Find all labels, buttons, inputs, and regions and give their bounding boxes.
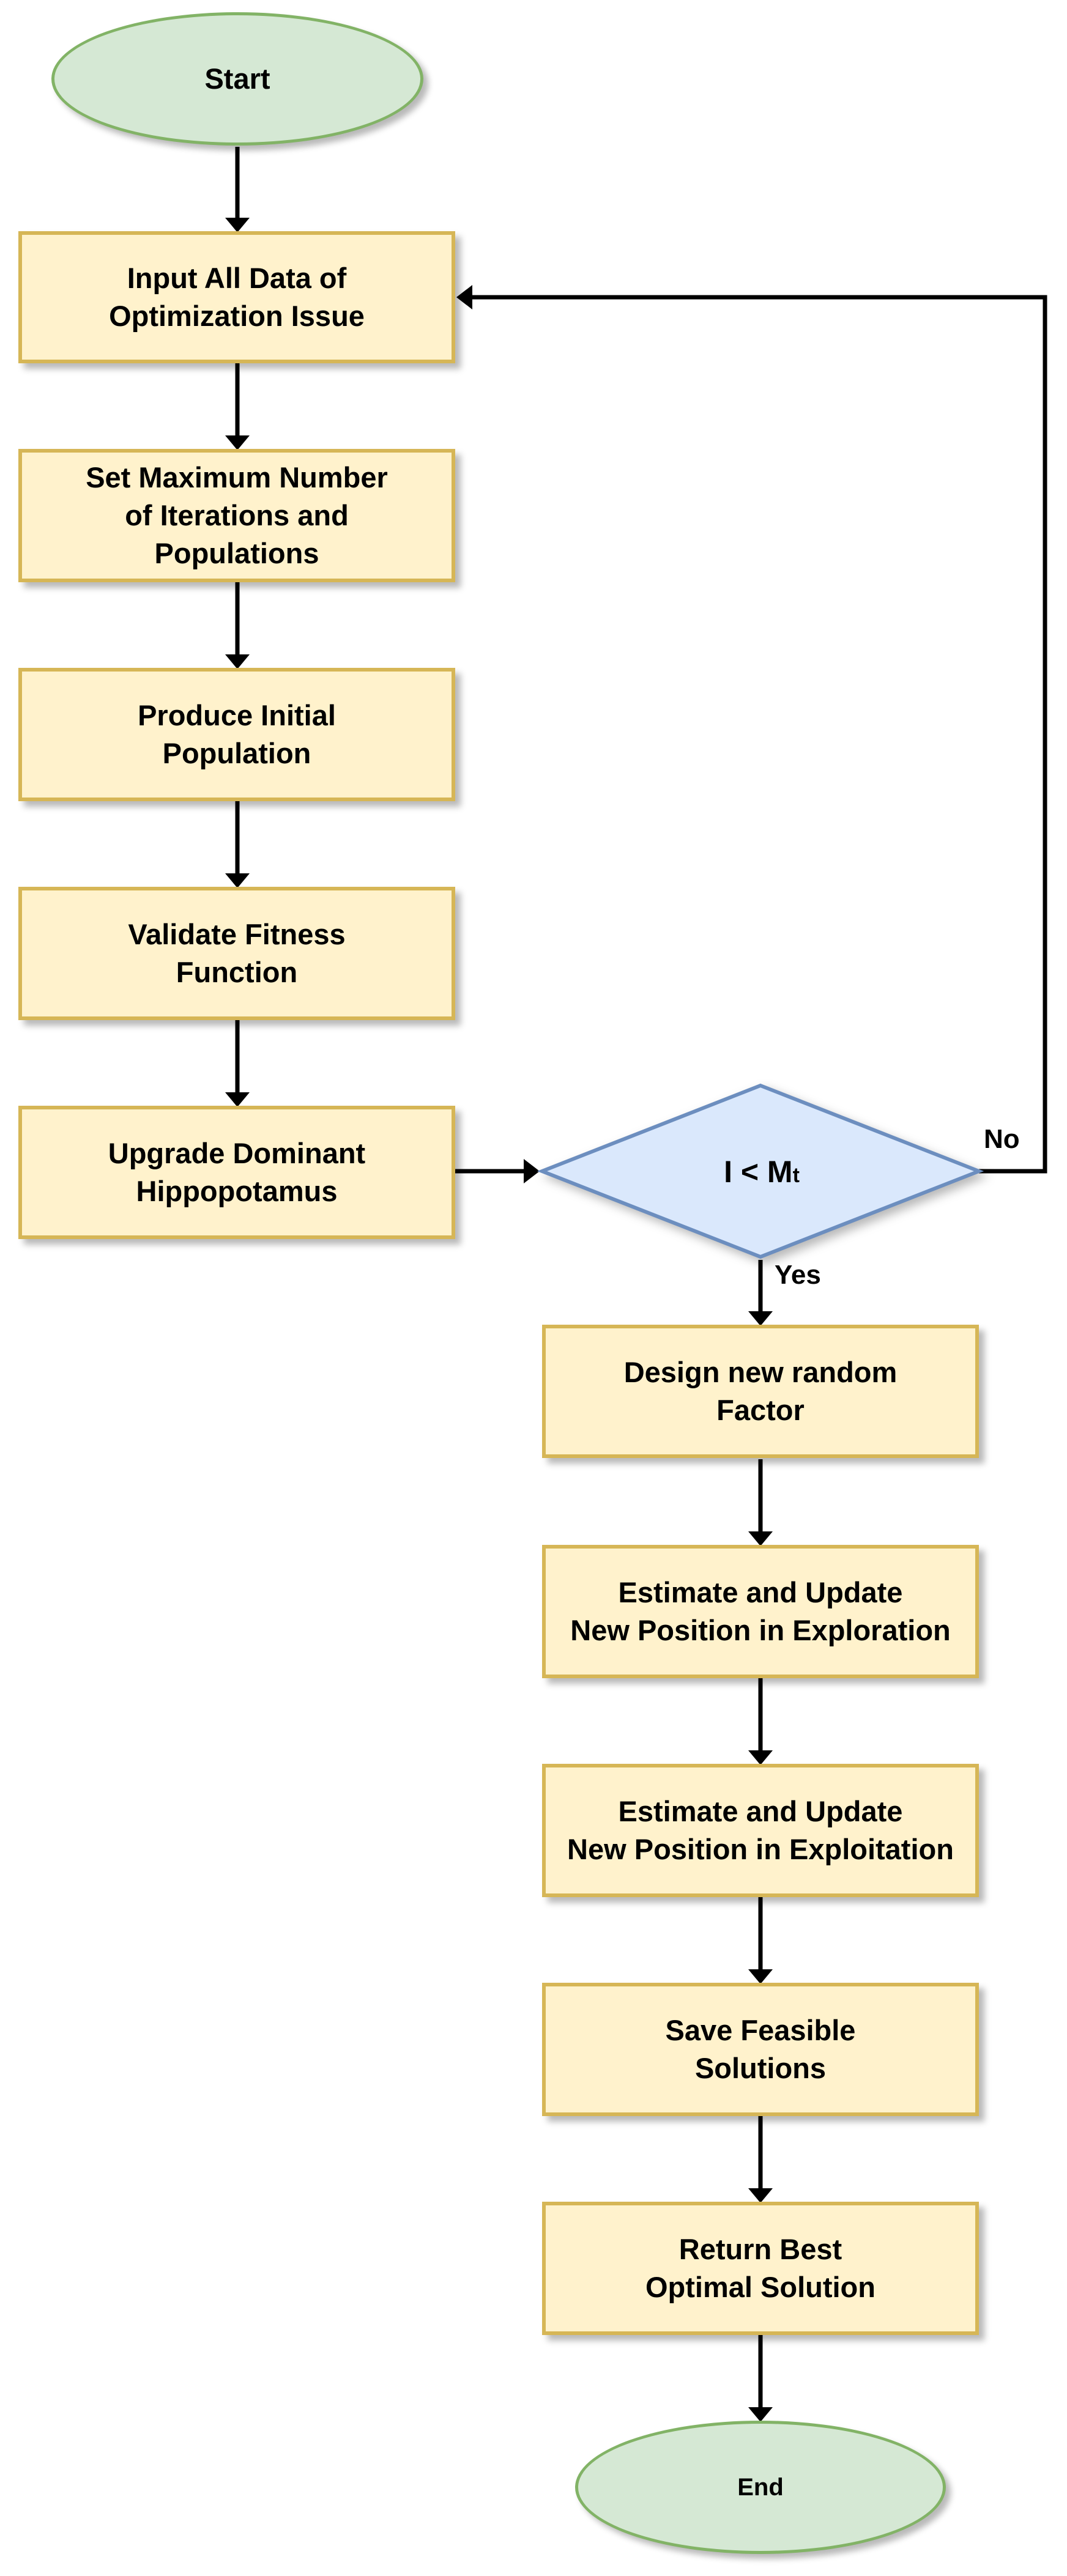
process-return-best[interactable]: Return Best Optimal Solution (542, 2202, 979, 2335)
decision-diamond[interactable] (537, 1083, 984, 1259)
process-save-solutions-label: Save Feasible Solutions (665, 2014, 856, 2084)
arrowhead-loop-input (456, 285, 472, 309)
decision-label-main: I < M (724, 1155, 793, 1189)
process-exploitation-label: Estimate and Update New Position in Expl… (567, 1795, 954, 1865)
process-initial-population-label: Produce Initial Population (138, 699, 336, 769)
process-exploitation[interactable]: Estimate and Update New Position in Expl… (542, 1764, 979, 1897)
arrowhead-upgrade (225, 1092, 250, 1107)
process-input-data-label: Input All Data of Optimization Issue (109, 262, 365, 332)
arrowhead-validate (225, 873, 250, 888)
process-set-max[interactable]: Set Maximum Number of Iterations and Pop… (18, 449, 455, 582)
process-upgrade-dominant[interactable]: Upgrade Dominant Hippopotamus (18, 1106, 455, 1239)
arrowhead-exploitation (748, 1750, 773, 1765)
arrow-decision-no-loop (465, 295, 1047, 1174)
end-label: End (737, 2474, 784, 2501)
process-save-solutions[interactable]: Save Feasible Solutions (542, 1983, 979, 2116)
process-input-data[interactable]: Input All Data of Optimization Issue (18, 231, 455, 363)
edge-label-yes: Yes (775, 1260, 821, 1290)
process-design-factor[interactable]: Design new random Factor (542, 1325, 979, 1458)
process-exploration[interactable]: Estimate and Update New Position in Expl… (542, 1545, 979, 1678)
arrowhead-setmax (225, 435, 250, 450)
start-label: Start (204, 62, 270, 95)
arrowhead-end (748, 2407, 773, 2422)
arrowhead-input (225, 218, 250, 232)
decision-label-subscript: t (792, 1163, 800, 1187)
process-initial-population[interactable]: Produce Initial Population (18, 668, 455, 801)
arrowhead-save (748, 1969, 773, 1984)
arrowhead-decision (524, 1159, 540, 1183)
process-validate-fitness[interactable]: Validate Fitness Function (18, 887, 455, 1020)
start-terminal[interactable]: Start (51, 12, 423, 146)
arrowhead-exploration (748, 1531, 773, 1546)
arrowhead-design (748, 1311, 773, 1326)
process-validate-fitness-label: Validate Fitness Function (128, 918, 346, 988)
process-set-max-label: Set Maximum Number of Iterations and Pop… (86, 461, 388, 569)
process-upgrade-dominant-label: Upgrade Dominant Hippopotamus (108, 1137, 366, 1207)
edge-label-no: No (984, 1124, 1020, 1154)
end-terminal[interactable]: End (575, 2421, 946, 2554)
process-return-best-label: Return Best Optimal Solution (645, 2233, 876, 2303)
process-exploration-label: Estimate and Update New Position in Expl… (570, 1576, 951, 1646)
arrowhead-initial (225, 654, 250, 669)
arrowhead-return (748, 2188, 773, 2203)
process-design-factor-label: Design new random Factor (623, 1356, 898, 1426)
